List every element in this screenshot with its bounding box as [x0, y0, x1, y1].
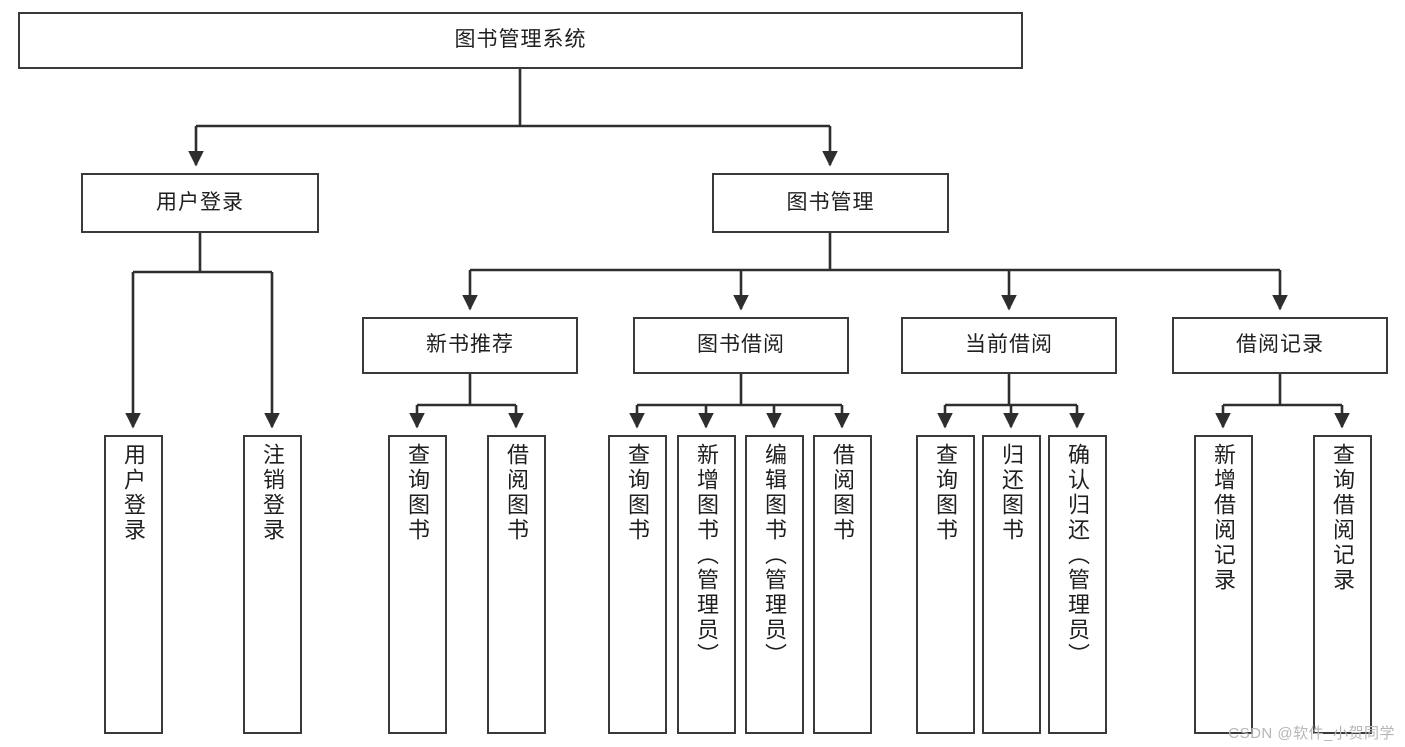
node-leaf-query-book-bb-label: 查询图书	[625, 443, 651, 543]
node-book-borrow-label: 图书借阅	[697, 333, 785, 357]
node-leaf-query-book-rec[interactable]: 查询图书	[388, 435, 447, 734]
node-leaf-user-logout-label: 注销登录	[260, 443, 286, 543]
node-leaf-add-book[interactable]: 新增图书（管理员）	[677, 435, 736, 734]
node-leaf-borrow-book-bb[interactable]: 借阅图书	[813, 435, 872, 734]
node-leaf-query-record-label: 查询借阅记录	[1330, 443, 1356, 593]
node-book-manage-label: 图书管理	[786, 190, 875, 214]
node-new-book-recommend[interactable]: 新书推荐	[362, 317, 578, 374]
node-leaf-add-record-label: 新增借阅记录	[1211, 443, 1237, 593]
node-leaf-edit-book[interactable]: 编辑图书（管理员）	[745, 435, 804, 734]
node-borrow-record[interactable]: 借阅记录	[1172, 317, 1388, 374]
csdn-watermark: CSDN @软件_小贺同学	[1228, 725, 1395, 742]
node-leaf-borrow-book-rec-label: 借阅图书	[504, 443, 530, 543]
node-leaf-query-book-bb[interactable]: 查询图书	[608, 435, 667, 734]
node-new-book-recommend-label: 新书推荐	[426, 333, 514, 357]
node-leaf-user-logout[interactable]: 注销登录	[243, 435, 302, 734]
node-book-borrow[interactable]: 图书借阅	[633, 317, 849, 374]
node-leaf-add-book-label: 新增图书（管理员）	[694, 443, 720, 668]
node-leaf-add-record[interactable]: 新增借阅记录	[1194, 435, 1253, 734]
node-leaf-user-login-label: 用户登录	[121, 443, 147, 543]
node-leaf-confirm-return[interactable]: 确认归还（管理员）	[1048, 435, 1107, 734]
node-current-borrow[interactable]: 当前借阅	[901, 317, 1117, 374]
node-leaf-edit-book-label: 编辑图书（管理员）	[762, 443, 788, 668]
node-leaf-return-book-label: 归还图书	[999, 443, 1025, 543]
node-root-label: 图书管理系统	[454, 28, 587, 52]
node-leaf-query-record[interactable]: 查询借阅记录	[1313, 435, 1372, 734]
node-root[interactable]: 图书管理系统	[18, 12, 1023, 69]
node-borrow-record-label: 借阅记录	[1236, 333, 1324, 357]
node-user-login-label: 用户登录	[156, 190, 244, 214]
node-leaf-confirm-return-label: 确认归还（管理员）	[1065, 443, 1091, 668]
node-current-borrow-label: 当前借阅	[965, 333, 1053, 357]
node-leaf-query-book-cb-label: 查询图书	[933, 443, 959, 543]
node-leaf-user-login[interactable]: 用户登录	[104, 435, 163, 734]
node-leaf-return-book[interactable]: 归还图书	[982, 435, 1041, 734]
node-leaf-query-book-cb[interactable]: 查询图书	[916, 435, 975, 734]
node-book-manage[interactable]: 图书管理	[712, 173, 949, 233]
node-leaf-borrow-book-rec[interactable]: 借阅图书	[487, 435, 546, 734]
node-leaf-borrow-book-bb-label: 借阅图书	[830, 443, 856, 543]
node-leaf-query-book-rec-label: 查询图书	[405, 443, 431, 543]
node-user-login[interactable]: 用户登录	[81, 173, 319, 233]
